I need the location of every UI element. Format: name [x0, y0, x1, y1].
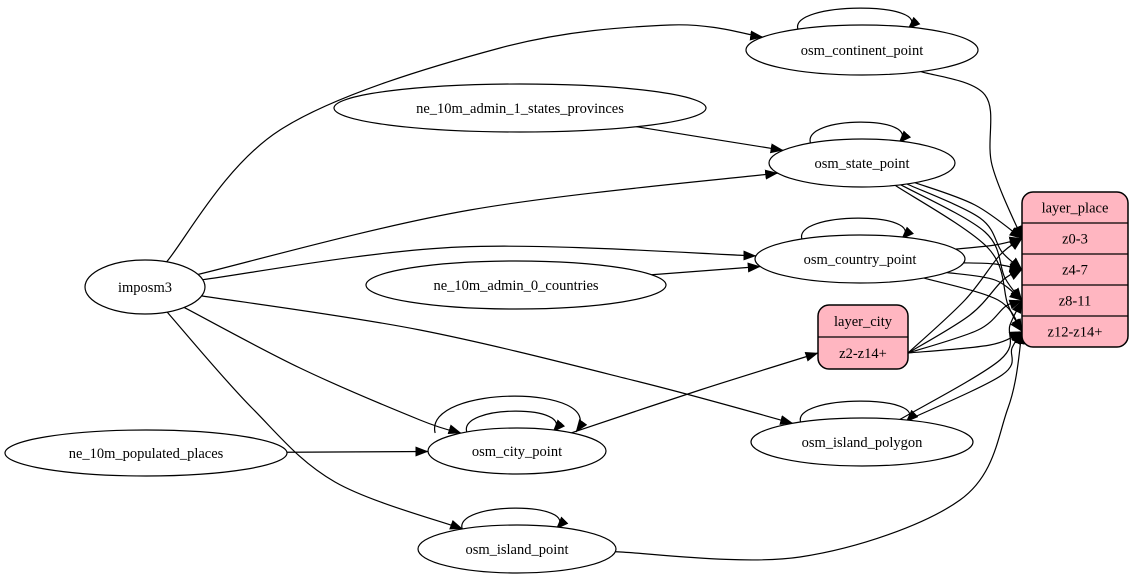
node-ne_10m_admin_1_states_provinces: [333, 83, 707, 133]
node-ne_10m_admin_1_states_provinces-label: ne_10m_admin_1_states_provinces: [416, 101, 624, 117]
node-osm_country_point-label: osm_country_point: [804, 252, 917, 268]
edge-layer_city-to-layer_place-row1: [907, 268, 1023, 354]
node-osm_state_point: [768, 138, 956, 188]
edge-imposm3-to-osm_state_point: [197, 169, 779, 276]
edge-imposm3-to-osm_city_point: [183, 306, 462, 435]
node-osm_island_point-label: osm_island_point: [465, 542, 568, 558]
self-loop-osm_country_point: [801, 217, 914, 241]
node-osm_continent_point: [745, 24, 979, 76]
record-layer_place-row-1: z4-7: [1062, 262, 1088, 278]
node-osm_continent_point-label: osm_continent_point: [801, 43, 923, 59]
edge-imposm3-to-osm_island_polygon: [201, 295, 794, 425]
edge-osm_island_polygon-to-layer_place-row3: [907, 331, 1023, 421]
edge-ne_10m_admin_1_states_provinces-to-osm_state_point: [636, 126, 784, 154]
edge-osm_city_point-to-layer_city-row0: [571, 351, 819, 434]
node-osm_island_polygon-label: osm_island_polygon: [802, 435, 924, 451]
node-ne_10m_admin_0_countries-label: ne_10m_admin_0_countries: [433, 278, 598, 294]
record-layer_place: [1021, 191, 1129, 348]
self-loop-osm_continent_point: [797, 7, 921, 31]
edge-imposm3-to-osm_country_point: [202, 245, 757, 281]
edge-ne_10m_admin_0_countries-to-osm_country_point: [651, 262, 761, 276]
node-osm_city_point-label: osm_city_point: [472, 444, 562, 460]
edge-imposm3-to-osm_continent_point: [166, 24, 764, 263]
node-imposm3-label: imposm3: [118, 280, 172, 296]
record-layer_city-row-0: z2-z14+: [839, 346, 887, 362]
self-loop-osm_state_point: [809, 121, 912, 145]
record-layer_place-row-3: z12-z14+: [1048, 324, 1103, 340]
edge-osm_country_point-to-layer_place-row2: [946, 271, 1023, 301]
self-loop-osm_island_polygon: [799, 400, 919, 424]
node-ne_10m_admin_0_countries: [365, 260, 667, 310]
record-layer_city-title: layer_city: [834, 314, 893, 330]
node-ne_10m_populated_places-label: ne_10m_populated_places: [69, 446, 224, 462]
self-loop-osm_city_point-1: [465, 410, 566, 434]
edge-layer_city-to-layer_place-row2: [907, 299, 1023, 354]
edge-osm_island_point-to-layer_place-row3: [615, 331, 1025, 561]
edge-ne_10m_populated_places-to-osm_city_point: [286, 446, 429, 457]
edge-layer_city-to-layer_place-row0: [907, 238, 1023, 354]
edge-osm_country_point-to-layer_place-row1: [963, 262, 1023, 272]
node-osm_state_point-label: osm_state_point: [814, 156, 909, 172]
self-loop-osm_island_point: [461, 507, 569, 531]
record-layer_place-title: layer_place: [1042, 200, 1109, 216]
node-osm_island_point: [417, 524, 617, 574]
edge-osm_country_point-to-layer_place-row0: [955, 236, 1023, 250]
record-layer_place-row-2: z8-11: [1059, 293, 1091, 309]
edge-osm_country_point-to-layer_place-row3: [923, 277, 1023, 332]
node-imposm3: [84, 259, 206, 315]
node-ne_10m_populated_places: [4, 429, 288, 477]
edge-imposm3-to-osm_island_point: [166, 311, 464, 530]
edge-osm_state_point-to-layer_place-row0: [914, 182, 1023, 239]
edge-osm_continent_point-to-layer_place-row0: [920, 70, 1023, 239]
node-osm_island_polygon: [750, 417, 974, 467]
edge-osm_island_polygon-to-layer_place-row2: [899, 300, 1023, 420]
record-layer_place-row-0: z0-3: [1062, 231, 1088, 247]
node-osm_country_point: [754, 234, 966, 284]
node-osm_city_point: [427, 427, 607, 475]
self-loop-osm_city_point-2: [434, 395, 588, 434]
